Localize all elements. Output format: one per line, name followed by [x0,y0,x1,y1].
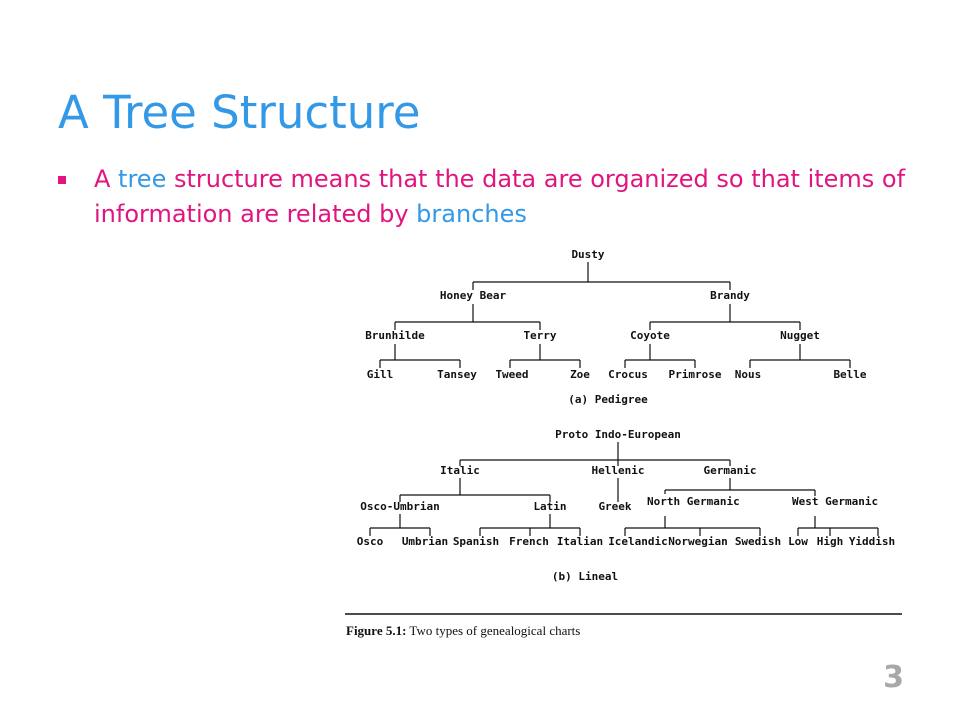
tree-connector-lines [345,262,902,615]
lineal-node: Italic [440,464,480,477]
pedigree-leaf: Tansey [437,368,477,381]
slide-title: A Tree Structure [58,86,421,139]
figure-caption-text: Two types of genealogical charts [406,623,580,638]
pedigree-node: Brunhilde [365,329,425,342]
lineal-leaf: High [817,535,844,548]
lineal-leaf: Osco [357,535,384,548]
pedigree-leaf: Tweed [495,368,528,381]
lineal-leaf: Umbrian [402,535,448,548]
pedigree-leaf: Belle [833,368,866,381]
genealogy-figure: Dusty Honey Bear Brandy Brunhilde Terry … [340,240,910,640]
lineal-leaf: Spanish [453,535,499,548]
pedigree-leaf: Primrose [669,368,722,381]
lineal-leaf: Italian [557,535,603,548]
lineal-node: North Germanic [647,495,740,508]
slide-number: 3 [883,660,904,695]
lineal-node: Hellenic [592,464,645,477]
pedigree-node: Honey Bear [440,289,507,302]
pedigree-root: Dusty [571,248,604,261]
bullet-part-3: structure means that the data are organi… [94,165,906,228]
figure-caption-label: Figure 5.1: [346,623,406,638]
pedigree-leaf: Crocus [608,368,648,381]
keyword-branches: branches [416,200,527,228]
figure-caption: Figure 5.1: Two types of genealogical ch… [346,623,580,638]
pedigree-node: Brandy [710,289,750,302]
pedigree-node: Nugget [780,329,820,342]
lineal-leaf: Swedish [735,535,781,548]
lineal-leaf: Norwegian [668,535,728,548]
lineal-node: Osco-Umbrian [360,500,439,513]
tree-diagrams: Dusty Honey Bear Brandy Brunhilde Terry … [345,248,902,638]
lineal-node: Greek [598,500,631,513]
pedigree-leaf: Nous [735,368,762,381]
lineal-caption: (b) Lineal [552,570,618,583]
lineal-node: West Germanic [792,495,878,508]
lineal-node: Germanic [704,464,757,477]
bullet-point: A tree structure means that the data are… [58,162,918,232]
bullet-square-icon [58,176,66,184]
lineal-node: Latin [533,500,566,513]
lineal-leaf: French [509,535,549,548]
pedigree-caption: (a) Pedigree [568,393,648,406]
pedigree-leaf: Gill [367,368,394,381]
pedigree-leaf: Zoe [570,368,590,381]
pedigree-node: Coyote [630,329,670,342]
pedigree-node: Terry [523,329,556,342]
lineal-leaf: Yiddish [849,535,895,548]
bullet-text: A tree structure means that the data are… [94,162,918,232]
keyword-tree: tree [118,165,167,193]
bullet-part-1: A [94,165,119,193]
lineal-root: Proto Indo-European [555,428,681,441]
lineal-leaf: Icelandic [608,535,668,548]
lineal-leaf: Low [788,535,808,548]
